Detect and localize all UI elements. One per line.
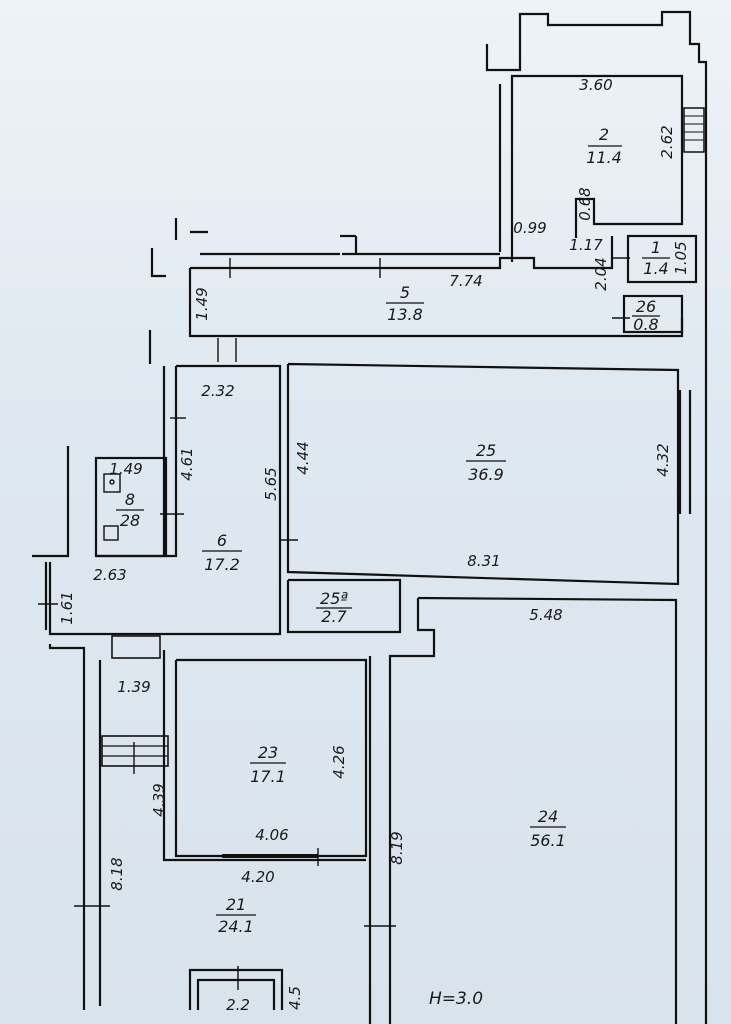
dimension-label: 7.74	[449, 272, 482, 290]
room-area: 17.2	[204, 555, 240, 574]
room-area: 1.4	[643, 259, 668, 278]
dimension-labels: 3.60 2.62 0.68 0.99 1.17 1.05 2.04 7.74 …	[58, 76, 690, 1014]
room-area: 11.4	[586, 148, 622, 167]
dimension-label: 4.26	[330, 745, 348, 778]
dimension-label: 0.99	[513, 219, 546, 237]
room-number: 1	[651, 238, 661, 257]
room-number: 23	[258, 743, 278, 762]
ceiling-height-note: H=3.0	[429, 989, 483, 1009]
dimension-label: 3.60	[579, 76, 612, 94]
dimension-label: 4.39	[150, 783, 168, 816]
room-area: 13.8	[387, 305, 423, 324]
dimension-label: 5.48	[529, 606, 562, 624]
room-24: 24 56.1	[530, 807, 566, 850]
dimension-label: 4.20	[241, 868, 274, 886]
dimension-label: 1.17	[569, 236, 603, 254]
room-area: 36.9	[468, 465, 504, 484]
room-2: 2 11.4	[586, 125, 622, 167]
dimension-label: 2.04	[592, 257, 610, 290]
dimension-label: 2.63	[93, 566, 126, 584]
room-number: 26	[636, 297, 656, 316]
dimension-label: 4.61	[178, 447, 196, 480]
room-number: 2	[599, 125, 609, 144]
room-area: 0.8	[633, 315, 658, 334]
dimension-label: 4.44	[294, 441, 312, 474]
dimension-label: 2.62	[658, 125, 676, 158]
walls	[32, 10, 708, 1024]
room-25: 25 36.9	[466, 441, 506, 484]
dimension-label: 0.68	[576, 187, 594, 220]
dimension-label: 4.32	[654, 443, 672, 476]
room-number: 8	[125, 490, 135, 509]
dimension-label: 1.61	[58, 591, 76, 624]
dimension-label: 4.06	[255, 826, 288, 844]
room-number: 25ª	[320, 589, 348, 608]
dimension-label: 4.5	[286, 986, 304, 1010]
dimension-label: 8.31	[467, 552, 500, 570]
room-8: 8 28	[116, 490, 144, 530]
room-5: 5 13.8	[386, 283, 424, 324]
room-number: 21	[226, 895, 246, 914]
room-25a: 25ª 2.7	[316, 589, 352, 626]
room-area: 17.1	[250, 767, 286, 786]
dimension-label: 2.32	[201, 382, 234, 400]
dimension-label: 1.49	[109, 460, 142, 478]
room-number: 24	[538, 807, 558, 826]
room-1: 1 1.4	[642, 238, 670, 278]
room-23: 23 17.1	[250, 743, 286, 786]
dimension-label: 1.05	[672, 241, 690, 274]
room-6: 6 17.2	[202, 531, 242, 574]
room-21: 21 24.1	[216, 895, 256, 936]
dimension-label: 2.2	[226, 996, 250, 1014]
room-26: 26 0.8	[632, 297, 660, 334]
room-area: 28	[120, 511, 140, 530]
toilet-icon	[103, 473, 121, 541]
room-number: 25	[476, 441, 496, 460]
room-area: 2.7	[321, 607, 347, 626]
room-number: 6	[217, 531, 227, 550]
room-area: 24.1	[218, 917, 254, 936]
dimension-label: 1.49	[193, 287, 211, 320]
dimension-label: 5.65	[262, 467, 280, 500]
dimension-label: 8.18	[108, 857, 126, 890]
room-labels: 2 11.4 1 1.4 26 0.8 5 13.8 25 36.9 8 28	[116, 125, 670, 936]
room-number: 5	[400, 283, 410, 302]
room-area: 56.1	[530, 831, 566, 850]
dimension-label: 8.19	[388, 831, 406, 864]
dimension-label: 1.39	[117, 678, 150, 696]
